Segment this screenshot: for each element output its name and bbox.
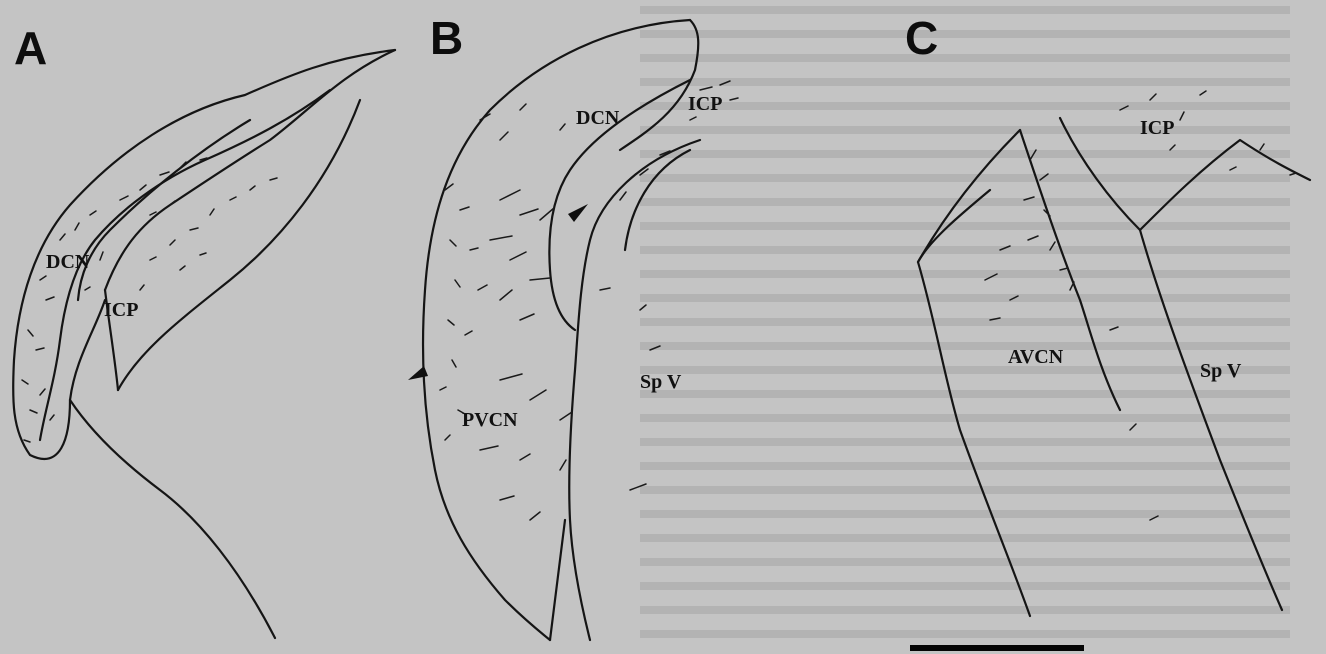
label-C-ICP: ICP bbox=[1140, 117, 1174, 139]
label-B-ICP: ICP bbox=[688, 93, 722, 115]
label-B-DCN: DCN bbox=[576, 107, 620, 129]
panel-letter-A: A bbox=[14, 22, 47, 74]
label-B-SpV: Sp V bbox=[640, 371, 682, 393]
panel-letter-B: B bbox=[430, 12, 463, 64]
label-A-DCN: DCN bbox=[46, 251, 90, 273]
label-C-SpV: Sp V bbox=[1200, 360, 1242, 382]
label-A-ICP: ICP bbox=[104, 299, 138, 321]
label-C-AVCN: AVCN bbox=[1008, 346, 1064, 368]
label-B-PVCN: PVCN bbox=[462, 409, 518, 431]
panel-letter-C: C bbox=[905, 12, 938, 64]
